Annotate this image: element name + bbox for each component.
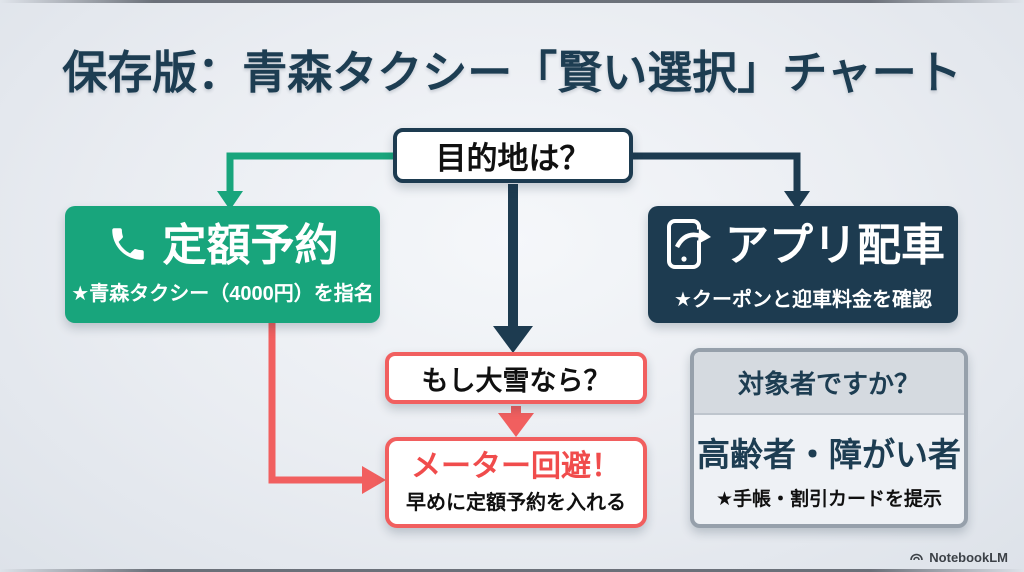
arrowhead-fixed-price (217, 191, 243, 210)
watermark: NotebookLM (909, 549, 1008, 565)
meter-avoidance-label: メーター回避！ (411, 450, 621, 483)
edge-destination-to-fixed-price (226, 152, 394, 192)
fixed-price-label: 定額予約 (162, 221, 339, 271)
edge-fixed-price-to-meter (268, 323, 364, 484)
app-dispatch-note: ★クーポンと迎車料金を確認 (674, 289, 932, 311)
eligibility-body: 高齢者・障がい者 ★手帳・割引カードを提示 (694, 415, 964, 524)
arrowhead-heavy-snow (493, 326, 533, 353)
edge-destination-to-app-dispatch (632, 152, 801, 192)
phone-icon (107, 223, 149, 270)
fixed-price-note: ★青森タクシー（4000円）を指名 (71, 283, 374, 305)
node-meter-avoidance: メーター回避！ 早めに定額予約を入れる (385, 437, 647, 528)
fixed-price-title-row: 定額予約 (107, 223, 339, 270)
eligibility-header-label: 対象者ですか？ (737, 369, 920, 399)
node-fixed-price-reservation: 定額予約 ★青森タクシー（4000円）を指名 (65, 206, 380, 323)
app-dispatch-label: アプリ配車 (725, 221, 945, 271)
node-destination: 目的地は？ (393, 128, 633, 183)
top-edge-bar (0, 0, 1024, 3)
eligibility-note: ★手帳・割引カードを提示 (715, 489, 943, 510)
app-dispatch-title-row: アプリ配車 (661, 217, 945, 276)
arrowhead-app-dispatch (784, 191, 810, 210)
meter-avoidance-note: 早めに定額予約を入れる (406, 492, 626, 514)
eligibility-label: 高齢者・障がい者 (697, 436, 961, 473)
destination-label: 目的地は？ (435, 141, 591, 176)
heavy-snow-label: もし大雪なら？ (421, 365, 611, 396)
notebooklm-logo-icon (909, 549, 924, 565)
page-title: 保存版：青森タクシー「賢い選択」チャート (62, 47, 962, 98)
arrowhead-meter-top (498, 413, 534, 437)
node-heavy-snow: もし大雪なら？ (385, 352, 647, 404)
bottom-edge-bar (0, 569, 1024, 572)
eligibility-header: 対象者ですか？ (694, 352, 964, 415)
node-eligibility: 対象者ですか？ 高齢者・障がい者 ★手帳・割引カードを提示 (690, 348, 968, 528)
watermark-label: NotebookLM (929, 549, 1008, 565)
arrowhead-meter-left (362, 466, 386, 494)
node-app-dispatch: アプリ配車 ★クーポンと迎車料金を確認 (648, 206, 958, 323)
smartphone-share-icon (661, 217, 713, 276)
